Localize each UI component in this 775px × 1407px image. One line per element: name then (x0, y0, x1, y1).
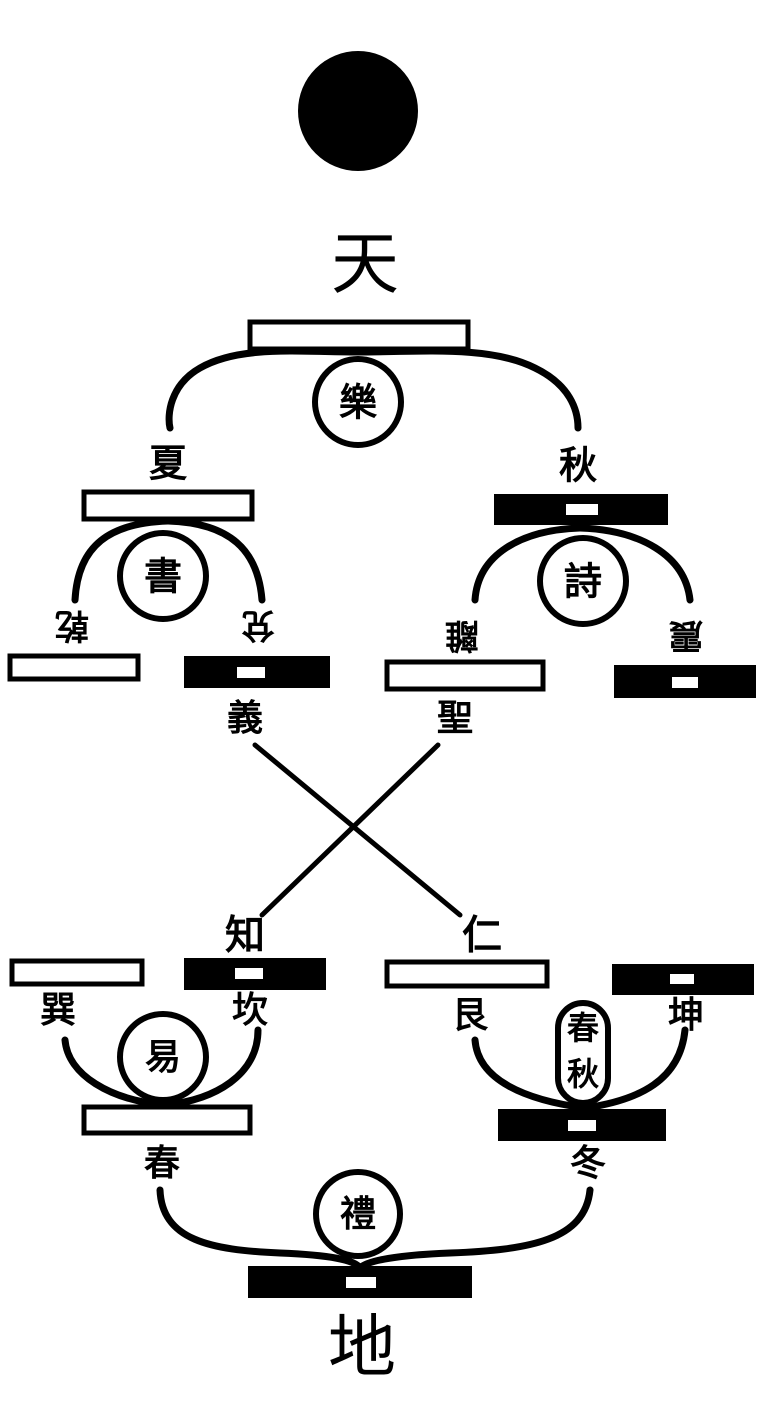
gen-label: 艮 (452, 994, 489, 1036)
documents-label: 書 (144, 554, 182, 599)
zhen-bar (614, 665, 756, 698)
heaven-label: 天 (331, 226, 399, 305)
kun-bar (612, 964, 754, 995)
heaven-to-summer-curve (165, 347, 362, 432)
xun-to-spring-curve (61, 1036, 169, 1109)
heaven-bar (247, 319, 471, 352)
kun-to-winter-curve (581, 1026, 689, 1112)
autumn-label: 秋 (559, 443, 597, 488)
poetry-label: 詩 (564, 559, 602, 604)
kan-bar (184, 958, 326, 990)
spring-label: 春 (144, 1142, 180, 1184)
wisdom-label: 知 (225, 912, 265, 959)
annals-oval (555, 1000, 611, 1106)
summer-label: 夏 (149, 441, 188, 486)
qian-bar (7, 653, 141, 682)
righteousness-to-benevolence-line (252, 742, 463, 918)
poetry-ring (537, 535, 629, 627)
music-label: 樂 (339, 380, 378, 425)
heaven-to-autumn-curve (354, 347, 582, 432)
annals-label-1: 春 (567, 1009, 599, 1047)
summer-to-qian-curve (71, 517, 172, 604)
music-ring (312, 356, 404, 448)
sageliness-to-wisdom-line (259, 742, 441, 918)
winter-to-earth-curve (356, 1186, 594, 1272)
changes-label: 易 (145, 1036, 181, 1078)
autumn-to-zhen-curve (576, 524, 694, 604)
changes-ring (117, 1011, 209, 1103)
dui-bar (184, 656, 330, 688)
rites-ring (313, 1169, 403, 1259)
li-bar (384, 659, 546, 692)
autumn-bar (494, 494, 668, 525)
kan-to-spring-curve (161, 1026, 262, 1109)
xun-bar (9, 958, 145, 987)
winter-label: 冬 (570, 1142, 606, 1184)
kan-label: 坎 (232, 989, 268, 1031)
sageliness-label: 聖 (437, 697, 473, 739)
sun-disc: 日 (298, 51, 418, 171)
summer-to-dui-curve (164, 517, 266, 604)
dui-label: 兌 (241, 605, 275, 645)
benevolence-label: 仁 (462, 912, 502, 959)
xun-label: 巽 (40, 989, 76, 1031)
rites-label: 禮 (340, 1193, 376, 1235)
autumn-to-li-curve (471, 524, 584, 604)
summer-bar (81, 489, 255, 522)
righteousness-label: 義 (227, 697, 263, 739)
spring-to-earth-curve (156, 1186, 364, 1272)
earth-label: 地 (328, 1309, 396, 1388)
li-label: 離 (445, 615, 479, 655)
qian-label: 乾 (55, 605, 89, 645)
winter-bar (498, 1109, 666, 1141)
spring-bar (81, 1104, 253, 1136)
gen-bar (384, 959, 550, 989)
gen-to-winter-curve (471, 1036, 589, 1112)
earth-bar (248, 1266, 472, 1298)
annals-label-2: 秋 (567, 1055, 599, 1093)
sun-glyph: 日 (341, 91, 375, 131)
documents-ring (117, 530, 209, 622)
zhen-label: 震 (668, 615, 703, 655)
